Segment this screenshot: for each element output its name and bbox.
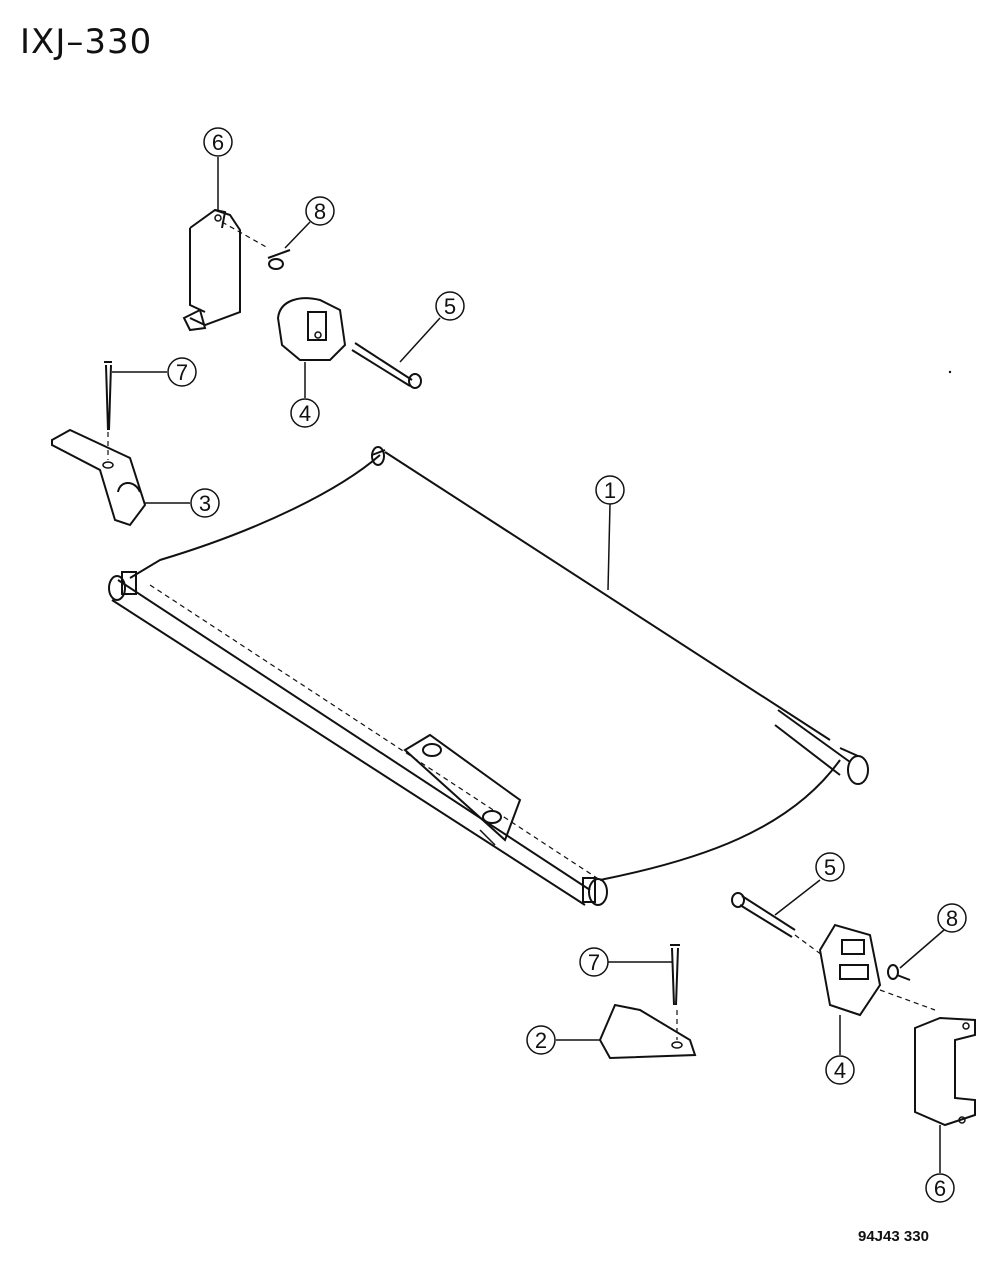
mounting-bracket-lower	[914, 1016, 976, 1127]
screw-5-upper	[351, 342, 422, 389]
screw-5-lower	[731, 892, 823, 956]
callout-7-left: 7	[176, 360, 188, 385]
callout-8-upper: 8	[314, 199, 326, 224]
bracket-left	[51, 428, 147, 527]
callout-8-lower: 8	[946, 906, 958, 931]
cargo-cover	[108, 446, 869, 906]
callout-6-lower: 6	[934, 1176, 946, 1201]
screw-7-left	[104, 361, 112, 460]
callout-7-right: 7	[588, 950, 600, 975]
roller-mount-lower	[818, 923, 936, 1017]
screw-8-upper	[267, 249, 291, 270]
callout-5-lower: 5	[824, 855, 836, 880]
mounting-bracket-upper	[182, 208, 269, 332]
callout-1: 1	[604, 478, 616, 503]
bracket-right	[598, 1003, 697, 1060]
callout-3: 3	[199, 491, 211, 516]
roller-mount-upper	[276, 297, 347, 361]
callout-2: 2	[535, 1028, 547, 1053]
callout-5-upper: 5	[444, 294, 456, 319]
screw-8-lower	[887, 964, 911, 981]
callout-6-upper: 6	[212, 130, 224, 155]
stray-dot	[948, 370, 952, 374]
diagram-title: IXJ–330	[20, 22, 153, 62]
callouts: 1 2 3 4 4 5 5 6 6 7	[112, 127, 967, 1203]
screw-7-right	[670, 944, 680, 1006]
figure-code: 94J43 330	[858, 1228, 929, 1245]
callout-4-upper: 4	[299, 401, 311, 426]
callout-4-lower: 4	[834, 1058, 846, 1083]
